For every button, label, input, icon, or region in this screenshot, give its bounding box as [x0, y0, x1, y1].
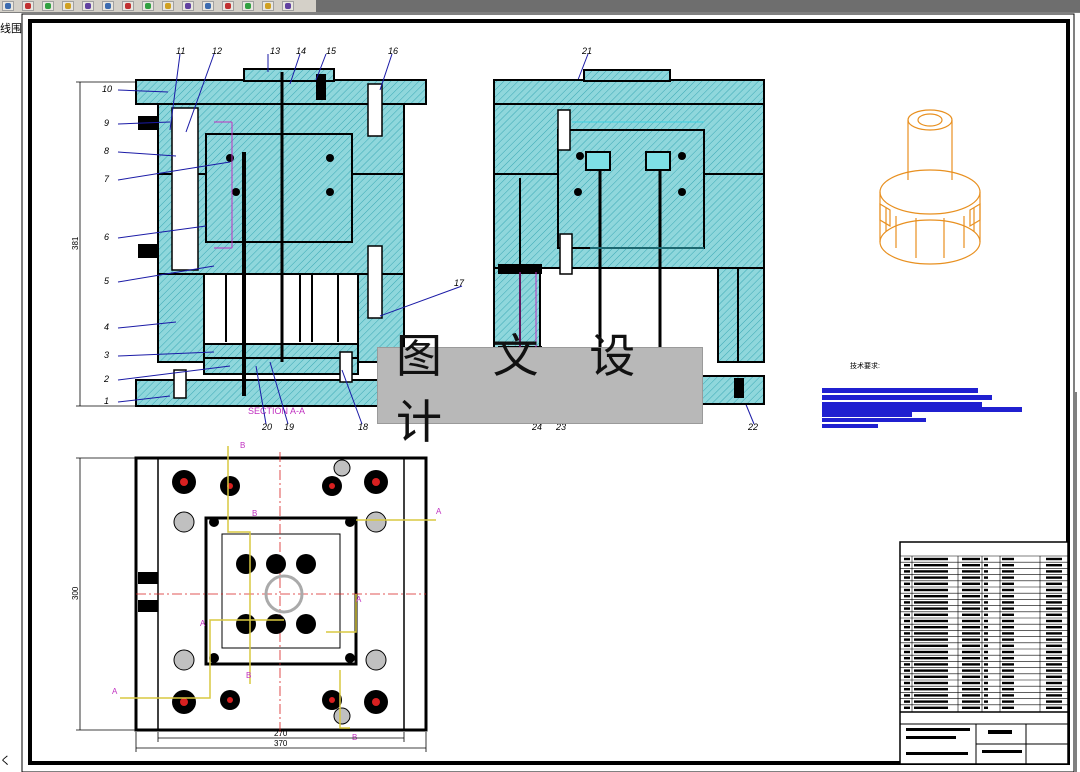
- side-tab-label: 线围: [0, 22, 22, 35]
- dim-width-inner: 270: [274, 729, 288, 738]
- new-icon[interactable]: [2, 1, 14, 11]
- svg-text:A: A: [436, 507, 442, 516]
- insert-icon[interactable]: [182, 1, 194, 11]
- svg-text:1: 1: [104, 396, 109, 406]
- list-icon[interactable]: [262, 1, 274, 11]
- svg-text:14: 14: [296, 46, 306, 56]
- svg-text:6: 6: [104, 232, 109, 242]
- part-3d-isometric[interactable]: [879, 109, 981, 265]
- parts-list-rows: [900, 555, 1068, 712]
- cad-drawing[interactable]: SECTION A-A 10 9 8 7 6 5 4 3 2 1: [0, 12, 1080, 772]
- svg-text:8: 8: [104, 146, 109, 156]
- block-icon[interactable]: [162, 1, 174, 11]
- svg-text:3: 3: [104, 350, 109, 360]
- svg-text:4: 4: [104, 322, 109, 332]
- svg-text:23: 23: [555, 422, 566, 432]
- svg-text:24: 24: [531, 422, 542, 432]
- notes-title: 技术要求:: [850, 361, 880, 370]
- svg-text:12: 12: [212, 46, 222, 56]
- svg-text:A: A: [200, 619, 206, 628]
- svg-text:20: 20: [261, 422, 272, 432]
- svg-text:16: 16: [388, 46, 398, 56]
- open-icon[interactable]: [22, 1, 34, 11]
- svg-text:15: 15: [326, 46, 337, 56]
- corner-mark: く: [0, 755, 11, 767]
- pan-icon[interactable]: [222, 1, 234, 11]
- dim-height-section: 381: [71, 236, 80, 250]
- svg-text:A: A: [356, 595, 362, 604]
- notes-blocks: [822, 388, 1022, 428]
- section-view-main[interactable]: SECTION A-A: [135, 68, 427, 416]
- svg-text:11: 11: [176, 46, 185, 56]
- dim-height-plan: 300: [71, 586, 80, 600]
- svg-text:17: 17: [454, 278, 465, 288]
- svg-text:9: 9: [104, 118, 109, 128]
- svg-text:A: A: [112, 687, 118, 696]
- section-label: SECTION A-A: [248, 406, 305, 416]
- match-icon[interactable]: [122, 1, 134, 11]
- cad-toolbar: [0, 0, 1080, 13]
- svg-text:21: 21: [581, 46, 592, 56]
- dimension-section-height: [76, 81, 136, 407]
- zoom-icon[interactable]: [242, 1, 254, 11]
- watermark: 图 文 设 计: [377, 329, 703, 449]
- svg-text:22: 22: [747, 422, 758, 432]
- toolbar-background: [316, 0, 1080, 12]
- svg-text:19: 19: [284, 422, 294, 432]
- part-number-labels: 10 9 8 7 6 5 4 3 2 1 11 12 13 14 15 16 1…: [102, 46, 758, 432]
- layer-icon[interactable]: [82, 1, 94, 11]
- sheet-outer-border: [21, 13, 1075, 772]
- dim-width-outer: 370: [274, 739, 288, 748]
- print-icon[interactable]: [62, 1, 74, 11]
- svg-text:10: 10: [102, 84, 112, 94]
- svg-text:7: 7: [104, 174, 110, 184]
- dimension-plan: [76, 457, 427, 752]
- plan-view[interactable]: A A B B A A B B: [112, 441, 442, 742]
- properties-icon[interactable]: [102, 1, 114, 11]
- svg-text:18: 18: [358, 422, 368, 432]
- sheet-inner-border: [28, 19, 1070, 765]
- svg-text:B: B: [252, 509, 257, 518]
- title-block[interactable]: [899, 541, 1069, 765]
- svg-text:2: 2: [103, 374, 109, 384]
- section-view-side[interactable]: [493, 69, 765, 405]
- hatch-icon[interactable]: [142, 1, 154, 11]
- svg-text:5: 5: [104, 276, 110, 286]
- end-icon[interactable]: [282, 1, 294, 11]
- save-icon[interactable]: [42, 1, 54, 11]
- svg-text:B: B: [352, 733, 357, 742]
- svg-text:13: 13: [270, 46, 280, 56]
- watermark-text: 图 文 设 计: [396, 328, 654, 449]
- table-icon[interactable]: [202, 1, 214, 11]
- svg-text:B: B: [240, 441, 245, 450]
- svg-text:B: B: [246, 671, 251, 680]
